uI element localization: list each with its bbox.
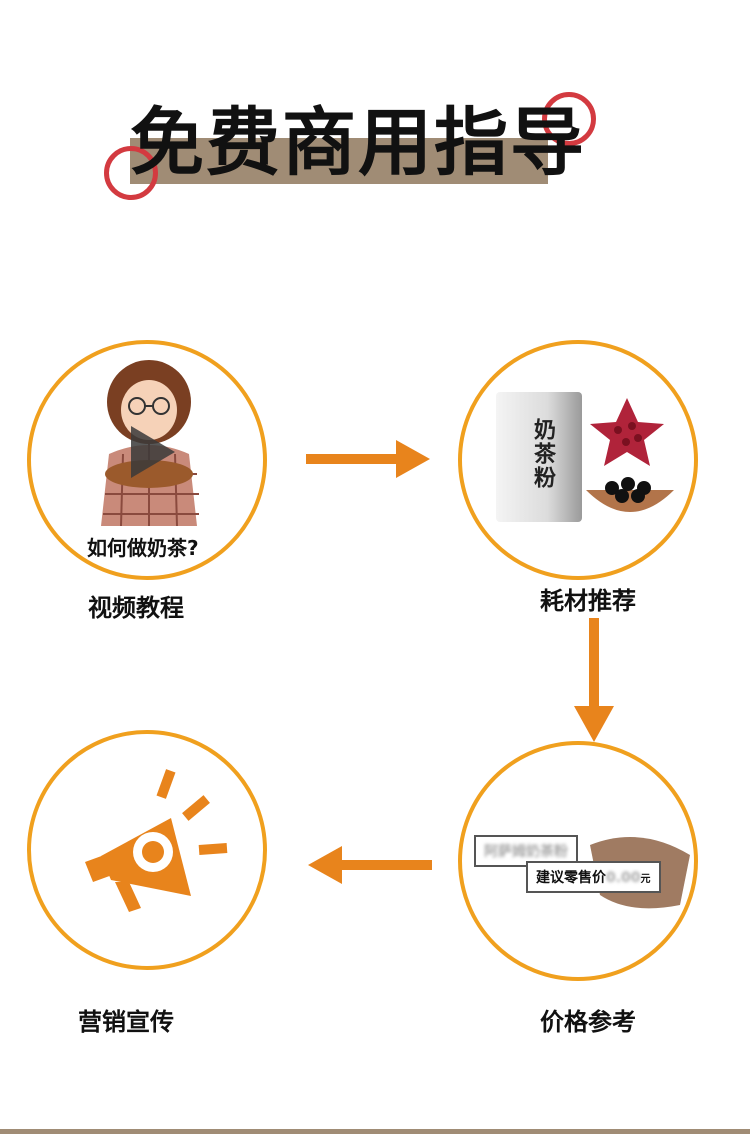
title-ring-right	[542, 92, 596, 146]
arrow-right-icon	[306, 440, 430, 478]
product-name: 阿萨姆奶茶粉	[484, 844, 568, 860]
milk-tea-pack-icon: 奶茶粉	[496, 392, 582, 522]
megaphone-icon	[85, 769, 228, 912]
step-marketing-label: 营销宣传	[78, 1008, 174, 1036]
girl-illustration	[101, 360, 199, 527]
price-line: 建议零售价0.00元	[526, 861, 661, 893]
price-prefix: 建议零售价	[536, 870, 606, 886]
step-supplies-circle[interactable]: 奶茶粉	[458, 340, 698, 580]
pack-text: 奶茶粉	[530, 418, 555, 490]
title-highlight-bar	[130, 138, 548, 184]
page-title: 免费商用指导	[130, 100, 586, 186]
step-price-label: 价格参考	[540, 1008, 636, 1036]
footer-line	[0, 1129, 750, 1134]
step-supplies-label: 耗材推荐	[540, 587, 636, 615]
black-beans-icon	[586, 477, 674, 512]
step-marketing-circle[interactable]	[27, 730, 267, 970]
play-icon[interactable]	[127, 422, 179, 482]
red-beans-icon	[590, 398, 664, 466]
title-ring-left	[104, 146, 158, 200]
price-value: 0.00	[606, 870, 641, 886]
step-video-label: 视频教程	[88, 594, 184, 622]
price-unit: 元	[640, 874, 651, 885]
video-caption: 如何做奶茶?	[87, 536, 199, 560]
arrow-down-icon	[574, 618, 614, 742]
step-price-circle[interactable]: 阿萨姆奶茶粉 建议零售价0.00元	[458, 741, 698, 981]
arrow-left-icon	[308, 846, 432, 884]
step-video-circle[interactable]: 如何做奶茶?	[27, 340, 267, 580]
